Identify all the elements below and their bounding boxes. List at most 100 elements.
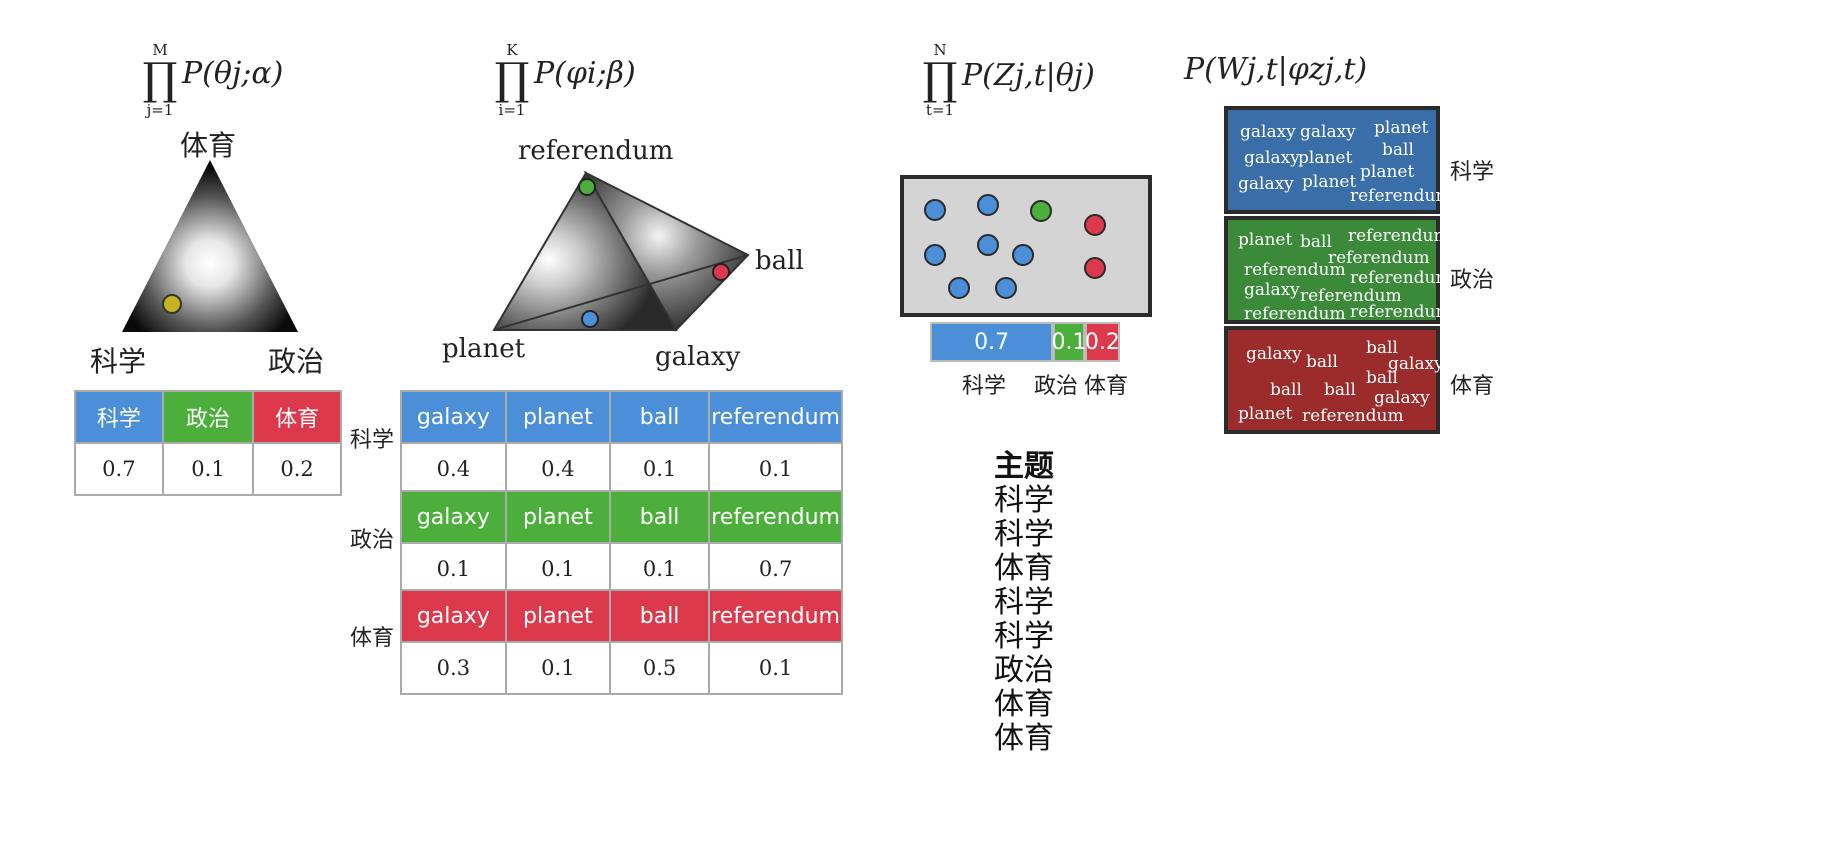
topic-list-title: 主题: [994, 449, 1054, 484]
phi-politics-value: 0.1: [504, 542, 611, 596]
topic-list-item: 政治: [994, 653, 1054, 688]
bar-label-politics: 政治: [1034, 374, 1079, 399]
phi-politics-header: referendum: [708, 490, 843, 544]
word: ball: [1382, 140, 1414, 160]
word: referendum: [1350, 302, 1452, 322]
theta-header-politics: 政治: [161, 390, 255, 444]
topic-simplex-triangle: [122, 160, 298, 332]
phi-row-label-science: 科学: [350, 428, 395, 453]
word: galaxy: [1240, 122, 1296, 142]
z-bar-segment-politics: 0.1: [1052, 322, 1087, 362]
simplex2-label-left: planet: [442, 334, 526, 364]
word: planet: [1238, 230, 1293, 250]
word: referendum: [1302, 406, 1404, 426]
simplex1-label-left: 科学: [90, 345, 147, 378]
theta-table: 科学 政治 体育 0.7 0.1 0.2: [74, 390, 342, 496]
topic-sequence-list: 主题 科学 科学 体育 科学 科学 政治 体育 体育: [994, 450, 1054, 756]
word: planet: [1302, 172, 1357, 192]
topic-list-item: 科学: [994, 585, 1054, 620]
topic-list-item: 科学: [994, 619, 1054, 654]
topic-list-item: 体育: [994, 551, 1054, 586]
word-box-label-politics: 政治: [1450, 268, 1495, 293]
simplex2-label-top: referendum: [518, 136, 674, 166]
phi-sports-value: 0.1: [504, 641, 611, 695]
formula-w-given-phi: P(Wj,t|φzj,t): [1184, 52, 1368, 87]
simplex2-label-bottom: galaxy: [655, 342, 741, 372]
z-bar-segment-sports: 0.2: [1084, 322, 1120, 362]
phi-sports-header: planet: [504, 589, 611, 643]
phi-science-header: galaxy: [400, 390, 507, 444]
theta-value-sports: 0.2: [252, 442, 342, 496]
product-operator-3: N ∏ t=1: [922, 41, 958, 119]
formula-z-given-theta: P(Zj,t|θj): [962, 58, 1095, 93]
word: ball: [1366, 368, 1398, 388]
assignment-dot-politics: [1030, 200, 1052, 222]
phi-sports-value: 0.5: [608, 641, 711, 695]
phi-politics-value: 0.1: [400, 542, 507, 596]
phi-point-politics: [578, 178, 596, 196]
assignment-dot-science: [1012, 244, 1034, 266]
topic-list-item: 科学: [994, 517, 1054, 552]
word: referendum: [1300, 286, 1402, 306]
word: planet: [1360, 162, 1415, 182]
theta-header-sports: 体育: [252, 390, 342, 444]
phi-sports-header: referendum: [708, 589, 843, 643]
theta-value-politics: 0.1: [161, 442, 255, 496]
topic-list-item: 科学: [994, 483, 1054, 518]
assignment-dot-sports: [1084, 214, 1106, 236]
simplex1-label-right: 政治: [268, 345, 325, 378]
phi-sports-header: galaxy: [400, 589, 507, 643]
product-operator-1: M ∏ j=1: [142, 41, 178, 119]
word: referendum: [1244, 304, 1346, 324]
word-box-politics: planet ball referendum referendum refere…: [1224, 216, 1452, 324]
phi-sports-value: 0.1: [708, 641, 843, 695]
product-operator-2: K ∏ i=1: [494, 41, 530, 119]
bar-label-science: 科学: [962, 374, 1007, 399]
simplex2-label-right: ball: [755, 246, 804, 276]
phi-point-sports: [712, 263, 730, 281]
word-box-label-sports: 体育: [1450, 374, 1495, 399]
phi-table-politics: galaxy planet ball referendum 0.1 0.1 0.…: [400, 490, 843, 596]
phi-row-label-sports: 体育: [350, 626, 395, 651]
word: referendum: [1244, 260, 1346, 280]
phi-science-header: planet: [504, 390, 611, 444]
phi-science-value: 0.4: [504, 442, 611, 496]
phi-politics-value: 0.1: [608, 542, 711, 596]
phi-science-value: 0.1: [708, 442, 843, 496]
assignment-dot-sports: [1084, 257, 1106, 279]
word: referendum: [1350, 186, 1452, 206]
word: galaxy: [1238, 174, 1294, 194]
z-bar-segment-science: 0.7: [930, 322, 1054, 362]
topic-list-item: 体育: [994, 687, 1054, 722]
word: galaxy: [1244, 280, 1300, 300]
topic-list-item: 体育: [994, 721, 1054, 756]
word: planet: [1238, 404, 1293, 424]
phi-table-science: galaxy planet ball referendum 0.4 0.4 0.…: [400, 390, 843, 496]
theta-sample-point: [162, 294, 182, 314]
word: planet: [1374, 118, 1429, 138]
word: galaxy: [1244, 148, 1300, 168]
topic-assignment-box: [900, 175, 1152, 317]
phi-row-label-politics: 政治: [350, 528, 395, 553]
assignment-dot-science: [924, 199, 946, 221]
assignment-dot-science: [977, 194, 999, 216]
phi-politics-header: planet: [504, 490, 611, 544]
word: ball: [1300, 232, 1332, 252]
word-box-sports: galaxy ball ball galaxy ball ball ball g…: [1224, 326, 1444, 434]
word-box-label-science: 科学: [1450, 160, 1495, 185]
word-box-science: galaxy galaxy planet galaxy planet ball …: [1224, 106, 1452, 214]
word: referendum: [1350, 268, 1452, 288]
word: ball: [1270, 380, 1302, 400]
phi-science-value: 0.4: [400, 442, 507, 496]
assignment-dot-science: [995, 277, 1017, 299]
word-simplex-tetrahedron: [492, 170, 750, 332]
phi-science-header: referendum: [708, 390, 843, 444]
assignment-dot-science: [948, 277, 970, 299]
word: ball: [1306, 352, 1338, 372]
word: ball: [1366, 338, 1398, 358]
phi-sports-header: ball: [608, 589, 711, 643]
word: galaxy: [1300, 122, 1356, 142]
formula-theta-prior: P(θj;α): [182, 56, 284, 91]
word: referendum: [1348, 226, 1450, 246]
